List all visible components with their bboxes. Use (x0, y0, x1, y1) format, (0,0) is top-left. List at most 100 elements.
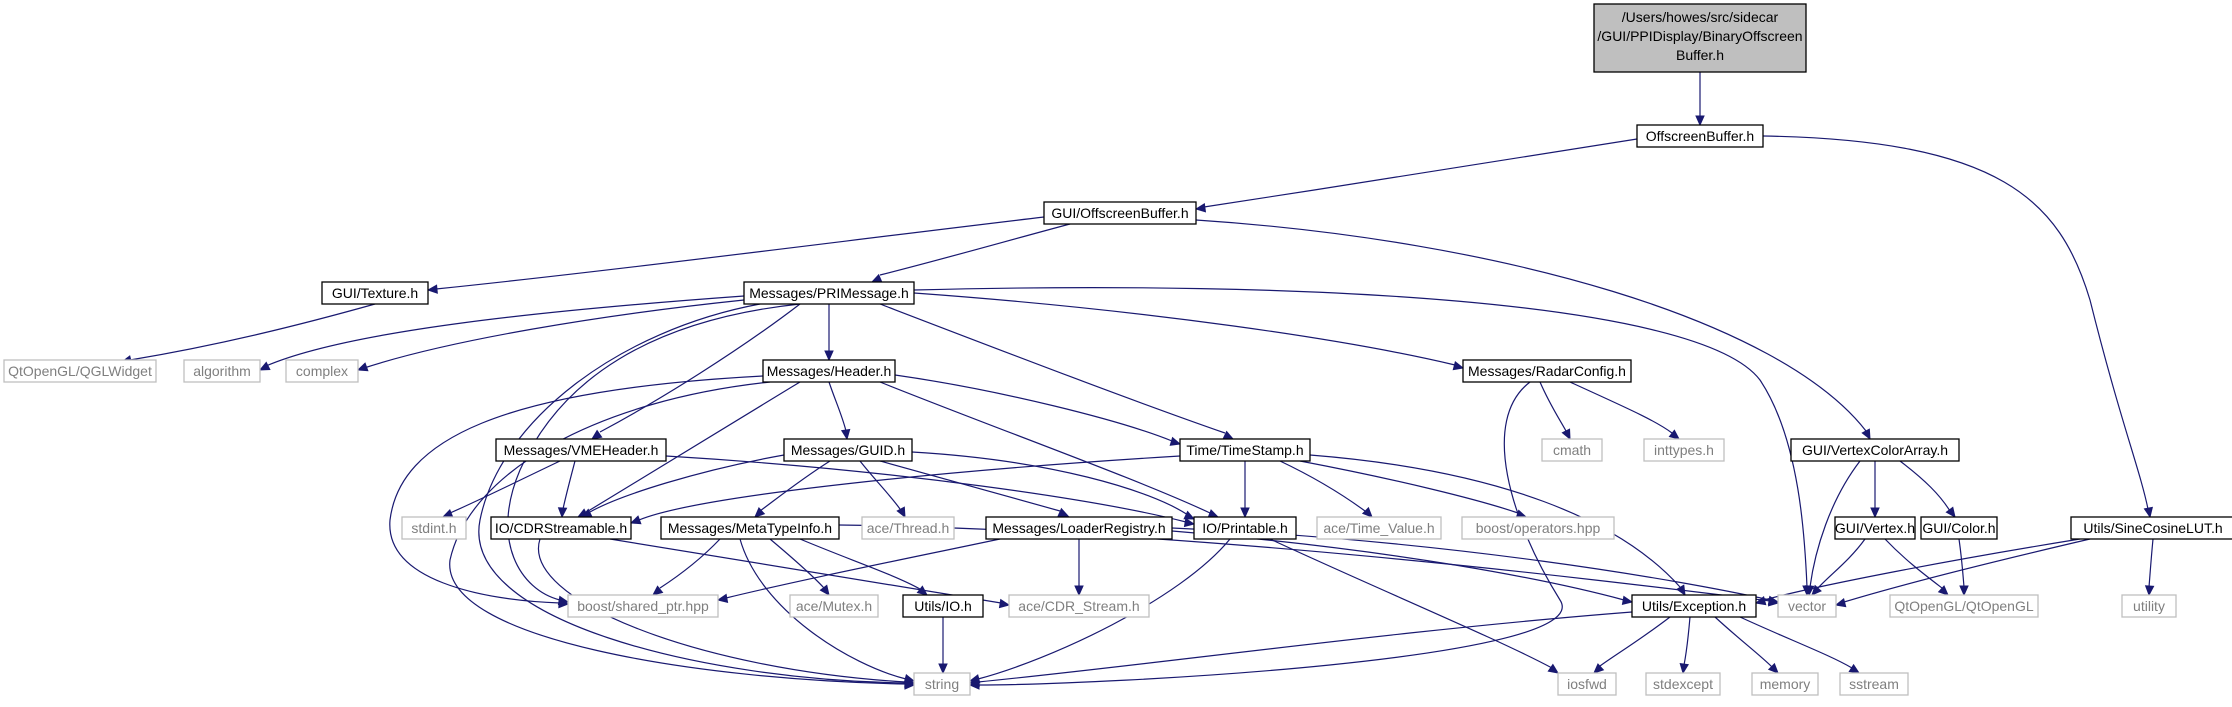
edge-exc-iosfwd (1593, 616, 1671, 674)
arrowhead (1057, 507, 1070, 517)
node-messages-header[interactable]: Messages/Header.h (762, 359, 896, 383)
node-vector[interactable]: vector (1777, 594, 1837, 618)
edge-prim-header (824, 304, 834, 362)
arrowhead (1811, 584, 1822, 596)
node-ace-cdr-stream[interactable]: ace/CDR_Stream.h (1008, 594, 1150, 618)
arrowhead (1452, 360, 1465, 371)
arrowhead (1240, 507, 1250, 519)
arrowhead (1074, 585, 1084, 597)
arrowhead (1207, 509, 1220, 519)
arrowhead (754, 507, 766, 518)
arrowhead (629, 515, 642, 525)
node-stdint[interactable]: stdint.h (401, 516, 467, 540)
svg-text:IO/Printable.h: IO/Printable.h (1202, 520, 1288, 536)
arrowhead (590, 429, 603, 440)
node-iosfwd[interactable]: iosfwd (1557, 672, 1617, 696)
arrowhead (903, 673, 916, 684)
node-boost-operators[interactable]: boost/operators.hpp (1461, 516, 1615, 540)
svg-text:vector: vector (1788, 598, 1826, 614)
root-label-line2: /GUI/PPIDisplay/BinaryOffscreen (1597, 28, 1802, 44)
arrowhead (1361, 506, 1373, 518)
node-io-printable[interactable]: IO/Printable.h (1193, 516, 1297, 540)
node-gui-offscreen-buffer[interactable]: GUI/OffscreenBuffer.h (1043, 201, 1197, 225)
node-utils-exception[interactable]: Utils/Exception.h (1631, 594, 1757, 618)
svg-text:utility: utility (2133, 598, 2165, 614)
edge-header-guid (828, 381, 851, 441)
node-messages-metatypeinfo[interactable]: Messages/MetaTypeInfo.h (660, 516, 840, 540)
svg-text:OffscreenBuffer.h: OffscreenBuffer.h (1646, 128, 1754, 144)
edge-guid-thread (859, 460, 906, 519)
node-inttypes[interactable]: inttypes.h (1643, 438, 1725, 462)
edge-rc-inttypes (1569, 381, 1680, 440)
node-messages-guid[interactable]: Messages/GUID.h (783, 438, 913, 462)
arrowhead (1861, 428, 1871, 441)
node-qtopengl-qtopengl[interactable]: QtOpenGL/QtOpenGL (1889, 594, 2039, 618)
node-io-cdrstreamable[interactable]: IO/CDRStreamable.h (490, 516, 632, 540)
arrowhead (1668, 429, 1680, 440)
edge-exc-stdexcept (1679, 616, 1691, 675)
svg-text:stdexcept: stdexcept (1653, 676, 1713, 692)
node-messages-loaderregistry[interactable]: Messages/LoaderRegistry.h (985, 516, 1173, 540)
edge-vca-vertex (1870, 461, 1880, 519)
arrowhead (1621, 595, 1634, 605)
edge-ts-cdr (629, 455, 1181, 525)
node-offscreen-buffer[interactable]: OffscreenBuffer.h (1636, 124, 1764, 148)
node-algorithm[interactable]: algorithm (183, 359, 261, 383)
node-stdexcept[interactable]: stdexcept (1645, 672, 1721, 696)
svg-text:ace/Thread.h: ace/Thread.h (867, 520, 950, 536)
svg-text:IO/CDRStreamable.h: IO/CDRStreamable.h (495, 520, 627, 536)
arrowhead (1848, 663, 1861, 674)
node-utility[interactable]: utility (2121, 594, 2177, 618)
arrowhead (1767, 595, 1780, 606)
node-sstream[interactable]: sstream (1839, 672, 1909, 696)
edge-guid-loader (879, 460, 1070, 517)
arrowhead (840, 428, 851, 441)
svg-text:inttypes.h: inttypes.h (1654, 442, 1714, 458)
edge-prim-complex (356, 299, 745, 372)
node-string[interactable]: string (913, 672, 971, 696)
arrowhead (716, 593, 729, 603)
node-messages-vmeheader[interactable]: Messages/VMEHeader.h (495, 438, 667, 462)
edge-printable-iosfwd (1269, 538, 1560, 674)
node-utils-io[interactable]: Utils/IO.h (902, 594, 984, 618)
edge-meta-mutex (769, 538, 830, 596)
arrowhead (916, 585, 928, 596)
node-messages-primessage[interactable]: Messages/PRIMessage.h (743, 281, 915, 305)
arrowhead (1183, 517, 1196, 528)
node-complex[interactable]: complex (285, 359, 359, 383)
arrowhead (1183, 510, 1196, 520)
edge-guioffscreen-prim (870, 223, 1071, 283)
edge-vme-stdint (441, 460, 561, 518)
edge-header-timestamp (894, 374, 1182, 446)
node-gui-vertexcolorarray[interactable]: GUI/VertexColorArray.h (1790, 438, 1960, 462)
edge-prim-timestamp (879, 303, 1235, 440)
arrowhead (1561, 428, 1571, 441)
dependency-edges (120, 72, 2155, 690)
svg-text:Messages/VMEHeader.h: Messages/VMEHeader.h (504, 442, 659, 458)
node-cmath[interactable]: cmath (1541, 438, 1603, 462)
node-qtopengl-qglwidget[interactable]: QtOpenGL/QGLWidget (3, 359, 157, 383)
node-boost-shared-ptr[interactable]: boost/shared_ptr.hpp (567, 594, 719, 618)
node-gui-texture[interactable]: GUI/Texture.h (321, 281, 429, 305)
edge-ts-printable (1240, 461, 1250, 519)
node-gui-vertex[interactable]: GUI/Vertex.h (1834, 516, 1916, 540)
node-time-timestamp[interactable]: Time/TimeStamp.h (1179, 438, 1311, 462)
arrowhead (441, 508, 454, 518)
node-ace-thread[interactable]: ace/Thread.h (861, 516, 955, 540)
node-memory[interactable]: memory (1751, 672, 1819, 696)
node-ace-mutex[interactable]: ace/Mutex.h (789, 594, 879, 618)
node-gui-color[interactable]: GUI/Color.h (1920, 516, 1998, 540)
svg-text:ace/Mutex.h: ace/Mutex.h (796, 598, 872, 614)
node-utils-sinecosinelut[interactable]: Utils/SineCosineLUT.h (2070, 516, 2232, 540)
svg-text:Messages/GUID.h: Messages/GUID.h (791, 442, 905, 458)
edge-prim-vmeheader (590, 303, 801, 440)
svg-text:stdint.h: stdint.h (411, 520, 456, 536)
node-messages-radarconfig[interactable]: Messages/RadarConfig.h (1462, 359, 1632, 383)
svg-text:Messages/MetaTypeInfo.h: Messages/MetaTypeInfo.h (668, 520, 832, 536)
node-root-binary-offscreen-buffer[interactable]: /Users/howes/src/sidecar /GUI/PPIDisplay… (1593, 3, 1807, 73)
edge-loader-exception (1171, 530, 1634, 605)
svg-text:sstream: sstream (1849, 676, 1899, 692)
node-ace-time-value[interactable]: ace/Time_Value.h (1316, 516, 1442, 540)
arrowhead (2143, 506, 2153, 519)
edge-loader-cdrstream (1074, 539, 1084, 597)
